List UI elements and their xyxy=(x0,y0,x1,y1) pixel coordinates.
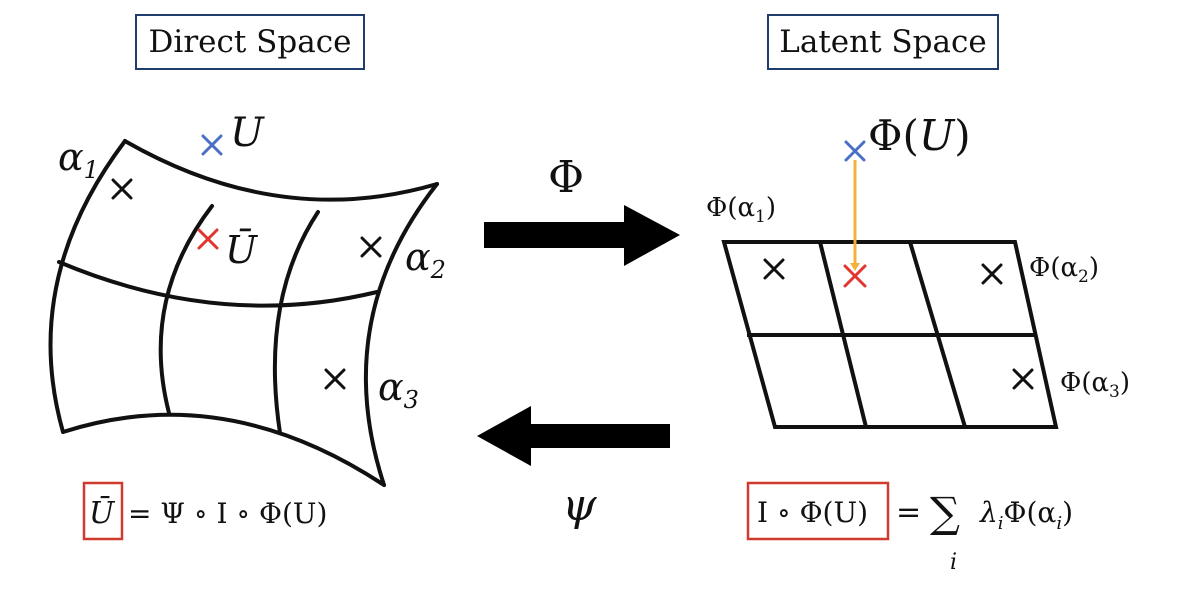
label-Ubar: Ū xyxy=(225,228,259,272)
cross-PhiU-marker xyxy=(844,140,866,162)
sum-index: i xyxy=(950,550,957,575)
direct-grid-v1 xyxy=(158,204,214,415)
cross-alpha1-marker xyxy=(111,178,133,200)
cross-Phi-alpha1-marker xyxy=(763,258,785,280)
backward-arrow xyxy=(477,406,670,466)
latent-space-markers xyxy=(763,140,1034,390)
direct-space-markers xyxy=(111,134,382,390)
cross-Phi-alpha2-marker xyxy=(981,263,1003,285)
latent-space-title: Latent Space xyxy=(767,14,999,70)
right-equation-rhs: λiΦ(αi) xyxy=(979,496,1073,534)
latent-boundary xyxy=(721,240,1059,429)
cross-U-marker xyxy=(201,134,223,156)
label-psi-map: ψ xyxy=(562,480,597,531)
cross-alpha2-marker xyxy=(360,236,382,258)
backward-arrow-head xyxy=(477,406,531,466)
direct-grid-v2 xyxy=(272,210,320,435)
direct-grid-h1 xyxy=(57,260,379,308)
latent-space-grid xyxy=(721,240,1059,429)
label-alpha1: α1 xyxy=(58,135,99,184)
label-U: U xyxy=(230,110,265,156)
latent-grid-v2 xyxy=(908,241,967,428)
label-Phi-alpha2: Φ(α2) xyxy=(1029,253,1099,287)
direct-boundary-left xyxy=(48,139,127,434)
forward-arrow-head xyxy=(624,205,680,266)
label-Phi-alpha3: Φ(α3) xyxy=(1060,368,1130,402)
direct-space-title: Direct Space xyxy=(135,14,365,70)
direct-space-grid xyxy=(48,139,439,487)
direct-boundary-right xyxy=(363,182,439,487)
left-equation-lhs: Ū xyxy=(89,495,116,531)
cross-projection-marker xyxy=(843,264,867,288)
latent-grid-v1 xyxy=(818,241,868,428)
cross-Ubar-marker xyxy=(197,228,219,250)
label-alpha3: α3 xyxy=(378,365,419,414)
right-equation-highlight-box xyxy=(746,481,890,541)
label-alpha2: α2 xyxy=(405,235,446,284)
cross-Phi-alpha3-marker xyxy=(1012,368,1034,390)
direct-boundary-top xyxy=(123,139,439,202)
left-equation-highlight-box xyxy=(82,481,124,541)
sum-symbol: ∑ xyxy=(930,488,960,537)
forward-arrow xyxy=(484,205,680,266)
right-equation-equals: = xyxy=(896,495,921,530)
direct-boundary-bottom xyxy=(61,412,386,487)
cross-alpha3-marker xyxy=(324,368,346,390)
forward-arrow-shaft xyxy=(484,222,630,248)
right-equation-lhs: I ∘ Φ(U) xyxy=(757,496,868,529)
projection-arrowhead xyxy=(850,263,860,271)
backward-arrow-shaft xyxy=(527,424,670,448)
label-Phi-map: Φ xyxy=(548,152,584,203)
label-PhiU: Φ(U) xyxy=(868,111,971,160)
label-Phi-alpha1: Φ(α1) xyxy=(706,193,776,227)
left-equation-rhs: = Ψ ∘ I ∘ Φ(U) xyxy=(128,497,327,530)
